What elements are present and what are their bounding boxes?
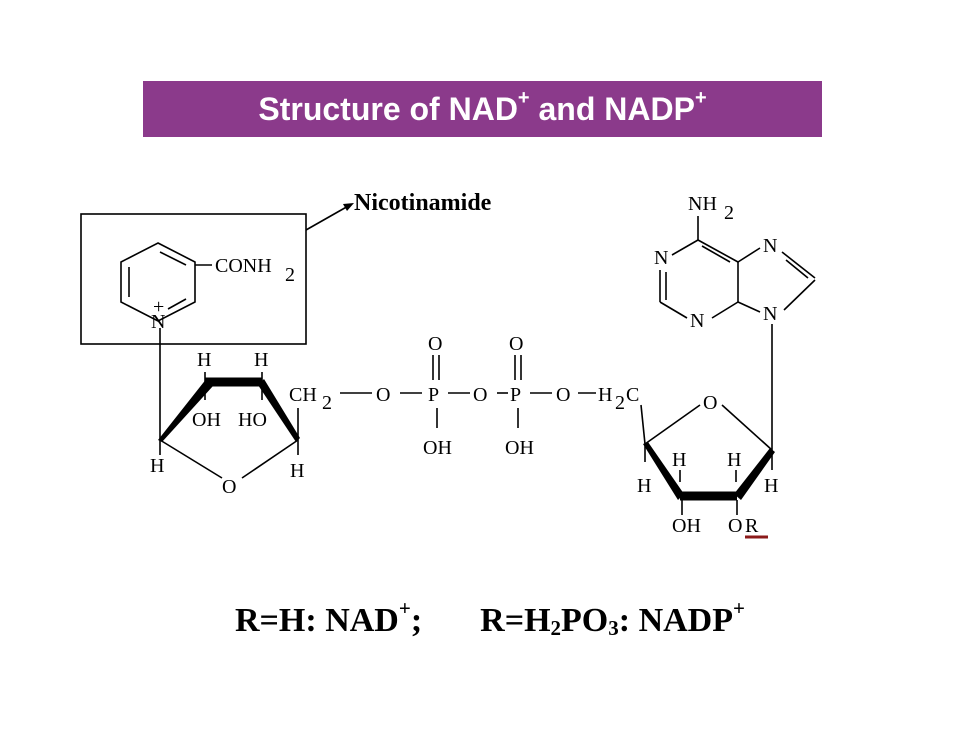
nad-structure-diagram: Nicotinamide CONH 2 N + H H OH HO H O H … (80, 190, 816, 539)
hc-sub: 2 (615, 392, 625, 414)
rr-o: O (728, 515, 742, 537)
nh-label: NH (688, 193, 717, 215)
ad-n1: N (654, 247, 668, 269)
caption-nadp: R=H2PO3: NADP+ (480, 596, 745, 641)
caption-nad: R=H: NAD+; (235, 596, 423, 640)
ph-o2: O (473, 384, 487, 406)
ph-p2: P (510, 384, 521, 406)
hc-h: H (598, 384, 612, 406)
conh-sub: 2 (285, 264, 295, 286)
lr-ho: HO (238, 409, 267, 431)
caption: R=H: NAD+; R=H2PO3: NADP+ (0, 596, 980, 641)
ad-n7: N (763, 235, 777, 257)
lr-h4: H (290, 460, 304, 482)
ph-oh1: OH (423, 437, 452, 459)
ph-o5: O (509, 333, 523, 355)
lr-h3: H (150, 455, 164, 477)
rr-h3: H (637, 475, 651, 497)
title-banner: Structure of NAD+ and NADP+ (143, 81, 822, 137)
conh-label: CONH (215, 255, 272, 277)
pyridinium-plus: + (153, 296, 164, 318)
rr-h1: H (672, 449, 686, 471)
ad-n9: N (763, 303, 777, 325)
title-text: Structure of NAD+ and NADP+ (258, 86, 707, 127)
ch-sub: 2 (322, 392, 332, 414)
nicotinamide-label: Nicotinamide (354, 190, 492, 216)
ch-label: CH (289, 384, 317, 406)
lr-h1: H (197, 349, 211, 371)
ad-n3: N (690, 310, 704, 332)
rr-h2: H (727, 449, 741, 471)
hc-c: C (626, 384, 639, 406)
ph-o1: O (376, 384, 390, 406)
rr-ring-o: O (703, 392, 717, 414)
nicotinamide-box (80, 213, 307, 345)
rr-oh: OH (672, 515, 701, 537)
pyridinium-n: N (151, 311, 165, 333)
ph-o3: O (556, 384, 570, 406)
ph-o4: O (428, 333, 442, 355)
rr-r: R (745, 515, 759, 537)
lr-h2: H (254, 349, 268, 371)
ph-oh2: OH (505, 437, 534, 459)
lr-ring-o: O (222, 476, 236, 498)
rr-h4: H (764, 475, 778, 497)
ph-p1: P (428, 384, 439, 406)
lr-oh: OH (192, 409, 221, 431)
nh-sub: 2 (724, 202, 734, 224)
